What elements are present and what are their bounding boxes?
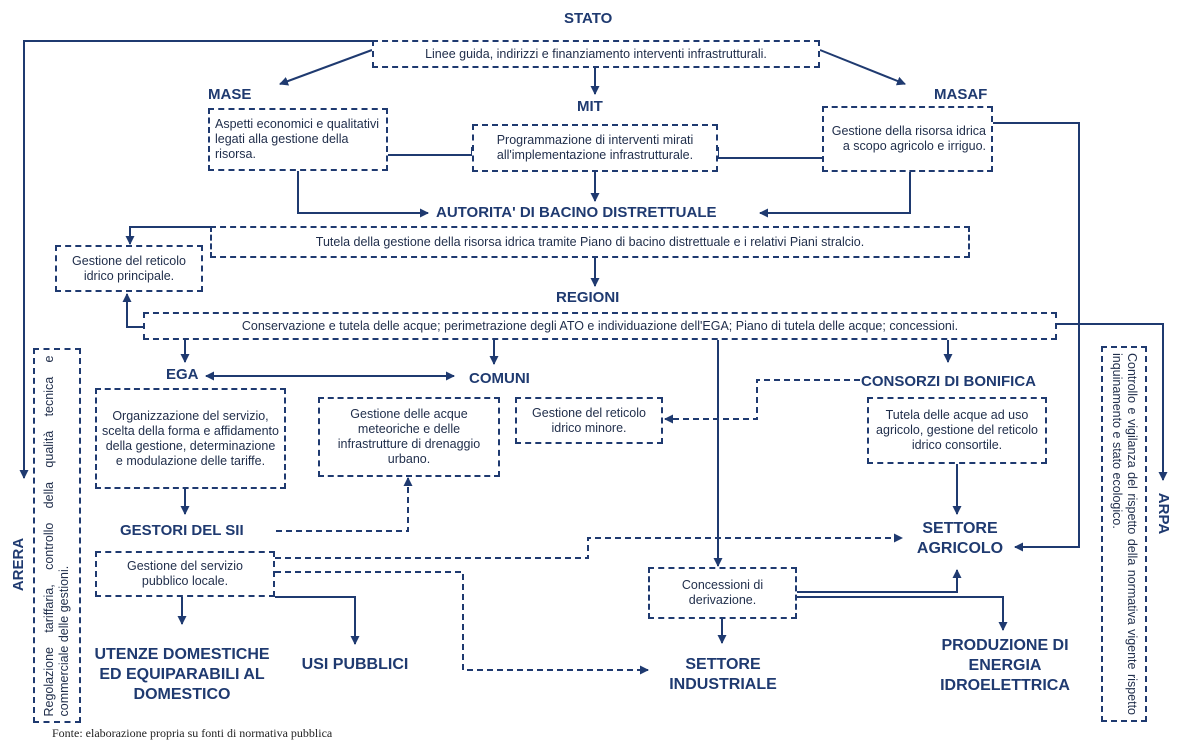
consorzi-title: CONSORZI DI BONIFICA <box>861 373 1036 390</box>
gestori-title: GESTORI DEL SII <box>120 522 244 539</box>
comuni-title: COMUNI <box>469 370 530 387</box>
footnote: Fonte: elaborazione propria su fonti di … <box>52 726 333 740</box>
mase-title: MASE <box>208 86 252 103</box>
reticolo-principale-box: Gestione del reticolo idrico principale. <box>55 245 203 292</box>
regioni-title: REGIONI <box>556 289 620 306</box>
arrow-masaf-agricolo <box>993 122 1080 552</box>
stato-box: Linee guida, indirizzi e finanziamento i… <box>372 40 820 68</box>
acque-meteoriche-box: Gestione delle acque meteoriche e delle … <box>318 397 500 477</box>
arera-box: Regolazione tariffaria, controllo della … <box>33 348 81 723</box>
arrow-concessioni-agricolo <box>797 569 962 593</box>
line-mit-masaf <box>717 147 822 159</box>
ega-box: Organizzazione del servizio, scelta dell… <box>95 388 286 489</box>
usi-pubblici: USI PUBBLICI <box>301 656 409 673</box>
concessioni-box: Concessioni di derivazione. <box>648 567 797 619</box>
dashed-consorzi-reticolo <box>664 379 860 424</box>
regioni-box: Conservazione e tutela delle acque; peri… <box>143 312 1057 340</box>
arrow-regioni-reticolo <box>122 293 143 328</box>
arrow-autorita-reticolo <box>125 226 233 245</box>
mase-box: Aspetti economici e qualitativi legati a… <box>208 108 388 171</box>
mit-box: Programmazione di interventi mirati all'… <box>472 124 718 172</box>
stato-title: STATO <box>564 10 613 27</box>
arpa-box: Controllo e vigilanza del rispetto della… <box>1101 346 1147 722</box>
arrow-masaf-autorita <box>759 172 911 218</box>
arera-title: ARERA <box>10 537 28 592</box>
dashed-gestori-agricolo <box>275 533 903 559</box>
arpa-text: Controllo e vigilanza del rispetto della… <box>1110 353 1139 715</box>
line-mase-mit <box>388 147 473 156</box>
arpa-title: ARPA <box>1155 492 1173 535</box>
ega-title: EGA <box>166 366 199 383</box>
arrow-stato-arera <box>19 40 372 479</box>
utenze-domestiche: UTENZE DOMESTICHE ED EQUIPARABILI AL DOM… <box>94 646 270 703</box>
autorita-box: Tutela della gestione della risorsa idri… <box>210 226 970 258</box>
arrow-regioni-arpa <box>1057 323 1168 481</box>
arrow-concessioni-energia <box>797 596 1008 631</box>
settore-industriale: SETTORE INDUSTRIALE <box>669 656 777 693</box>
autorita-title: AUTORITA' DI BACINO DISTRETTUALE <box>436 204 717 221</box>
dashed-gestori-meteoriche <box>276 477 413 532</box>
dashed-gestori-industriale <box>275 571 649 675</box>
arrow-stato-masaf <box>819 49 906 86</box>
mit-title: MIT <box>577 98 603 115</box>
arera-text: Regolazione tariffaria, controllo della … <box>42 355 71 716</box>
masaf-title: MASAF <box>934 86 988 103</box>
arrow-gestori-usi <box>275 596 360 645</box>
settore-agricolo: SETTORE AGRICOLO <box>916 520 1004 557</box>
arrow-stato-mase <box>279 49 373 86</box>
reticolo-minore-box: Gestione del reticolo idrico minore. <box>515 397 663 444</box>
produzione-energia: PRODUZIONE DI ENERGIA IDROELETTRICA <box>940 637 1070 694</box>
gestori-box: Gestione del servizio pubblico locale. <box>95 551 275 597</box>
masaf-box: Gestione della risorsa idrica a scopo ag… <box>822 106 993 172</box>
consorzi-box: Tutela delle acque ad uso agricolo, gest… <box>867 397 1047 464</box>
arrow-mase-autorita <box>297 171 429 218</box>
